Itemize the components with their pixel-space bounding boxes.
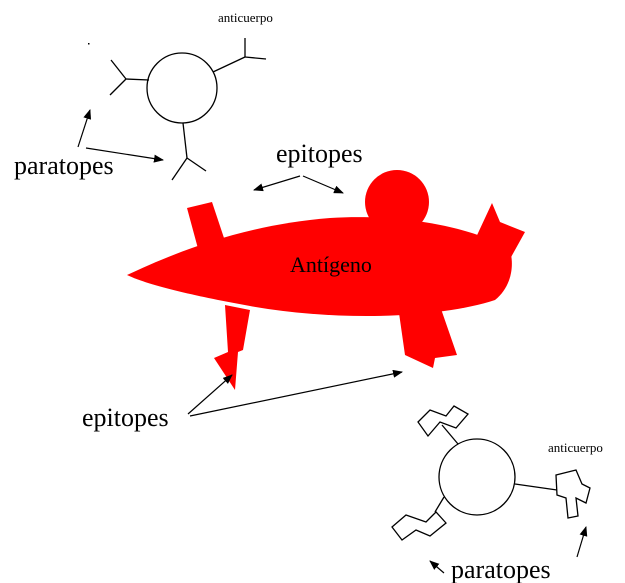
antibody-bottom-label: anticuerpo — [548, 440, 603, 455]
antigen-label: Antígeno — [290, 252, 372, 277]
antibody-top-label: anticuerpo — [218, 10, 273, 25]
paratopes-bottom-label: paratopes — [451, 555, 551, 583]
antibody-top-body — [147, 53, 217, 123]
epitopes-top-arrow-right — [303, 176, 343, 193]
stray-dot — [88, 43, 90, 45]
antibody-top — [88, 38, 266, 180]
paratope-bottom-right — [515, 470, 590, 518]
paratope-bottom-left — [392, 497, 446, 540]
epitopes-bottom-label: epitopes — [82, 403, 169, 432]
paratope-top-left — [110, 60, 149, 95]
antibody-bottom — [392, 406, 590, 540]
paratope-bottom-top — [418, 406, 468, 444]
paratope-top-right — [213, 38, 266, 72]
paratopes-top-label: paratopes — [14, 151, 114, 180]
epitope-spike-bottom-right — [398, 306, 457, 368]
epitopes-top-label: epitopes — [276, 139, 363, 168]
epitope-spike-bottom-left — [214, 305, 250, 390]
antibody-bottom-body — [439, 439, 515, 515]
paratope-top-bottom — [172, 123, 206, 180]
epitopes-bottom-arrow-right — [190, 372, 402, 416]
antigen — [127, 170, 525, 390]
paratopes-bottom-arrow-right — [577, 527, 586, 557]
paratopes-top-arrow-up — [78, 110, 90, 147]
epitopes-top-arrow-left — [254, 176, 300, 190]
paratopes-bottom-arrow-left — [430, 561, 444, 573]
